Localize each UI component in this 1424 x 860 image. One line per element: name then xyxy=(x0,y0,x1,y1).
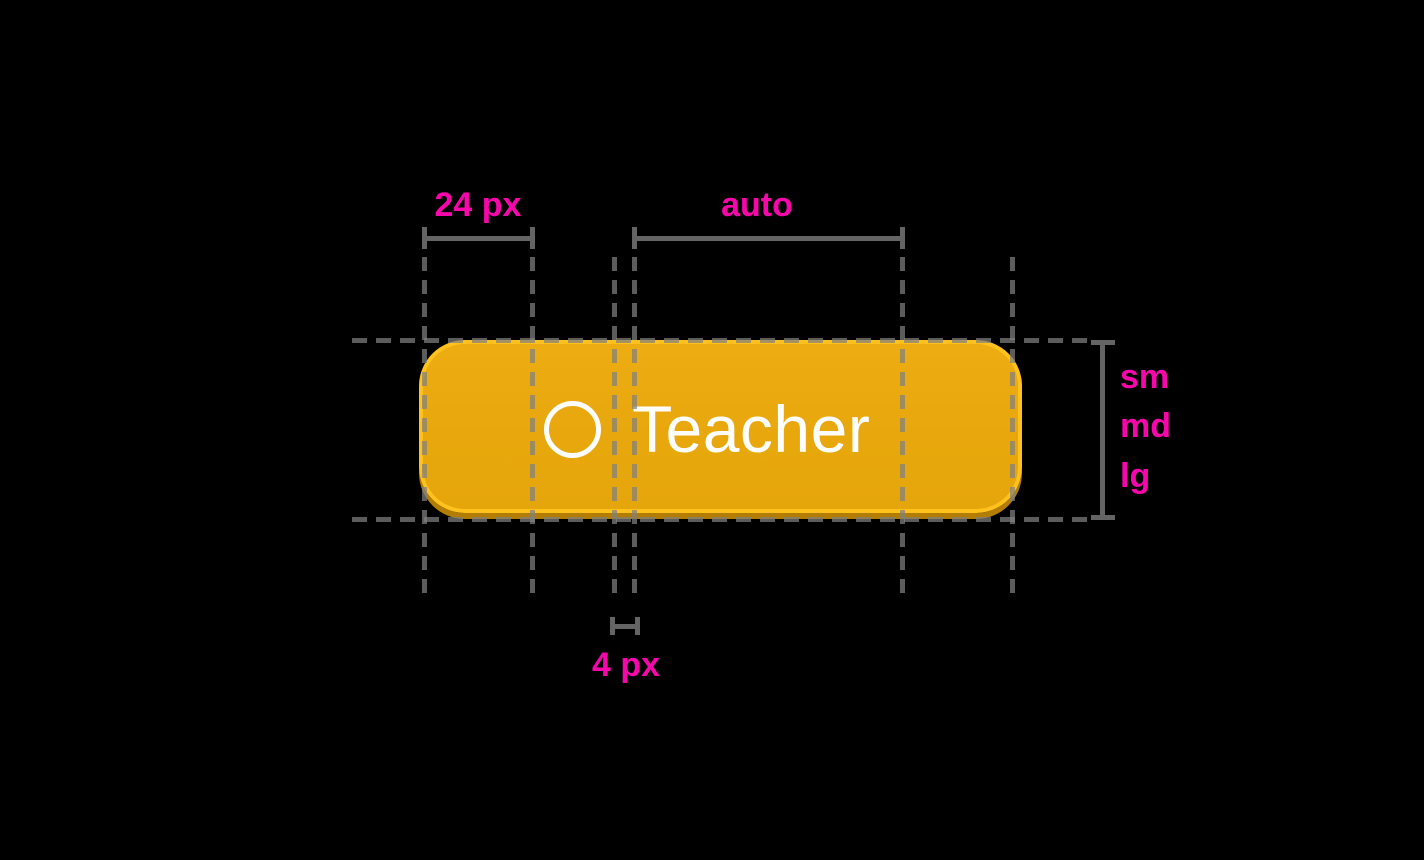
vertical-guide-button-left xyxy=(422,257,427,598)
padding-measure-cap-left xyxy=(422,227,427,249)
height-measure-line xyxy=(1100,342,1105,520)
height-measure-cap-bottom xyxy=(1091,515,1115,520)
size-label-md: md xyxy=(1120,407,1171,445)
vertical-guide-padding-end xyxy=(530,257,535,598)
size-label-lg: lg xyxy=(1120,457,1151,495)
gap-measure-line xyxy=(612,624,638,629)
vertical-guide-gap-end xyxy=(632,257,637,598)
size-label-sm: sm xyxy=(1120,358,1170,396)
horizontal-guide-button-top xyxy=(352,338,1090,343)
teacher-button[interactable]: Teacher xyxy=(419,340,1022,513)
padding-measure-label: 24 px xyxy=(434,186,522,224)
auto-measure-label: auto xyxy=(721,186,793,224)
vertical-guide-gap-start xyxy=(612,257,617,598)
auto-measure-line xyxy=(635,236,903,241)
auto-measure-cap-left xyxy=(632,227,637,249)
gap-measure-cap-left xyxy=(610,617,615,635)
vertical-guide-text-end xyxy=(900,257,905,598)
padding-measure-cap-right xyxy=(530,227,535,249)
circle-outline-icon xyxy=(544,401,601,458)
padding-measure-line xyxy=(424,236,532,241)
height-measure-cap-top xyxy=(1091,340,1115,345)
gap-measure-label: 4 px xyxy=(591,646,661,684)
auto-measure-cap-right xyxy=(900,227,905,249)
button-label: Teacher xyxy=(632,391,871,466)
gap-measure-cap-right xyxy=(635,617,640,635)
vertical-guide-button-right xyxy=(1010,257,1015,598)
horizontal-guide-button-bottom xyxy=(352,517,1090,522)
